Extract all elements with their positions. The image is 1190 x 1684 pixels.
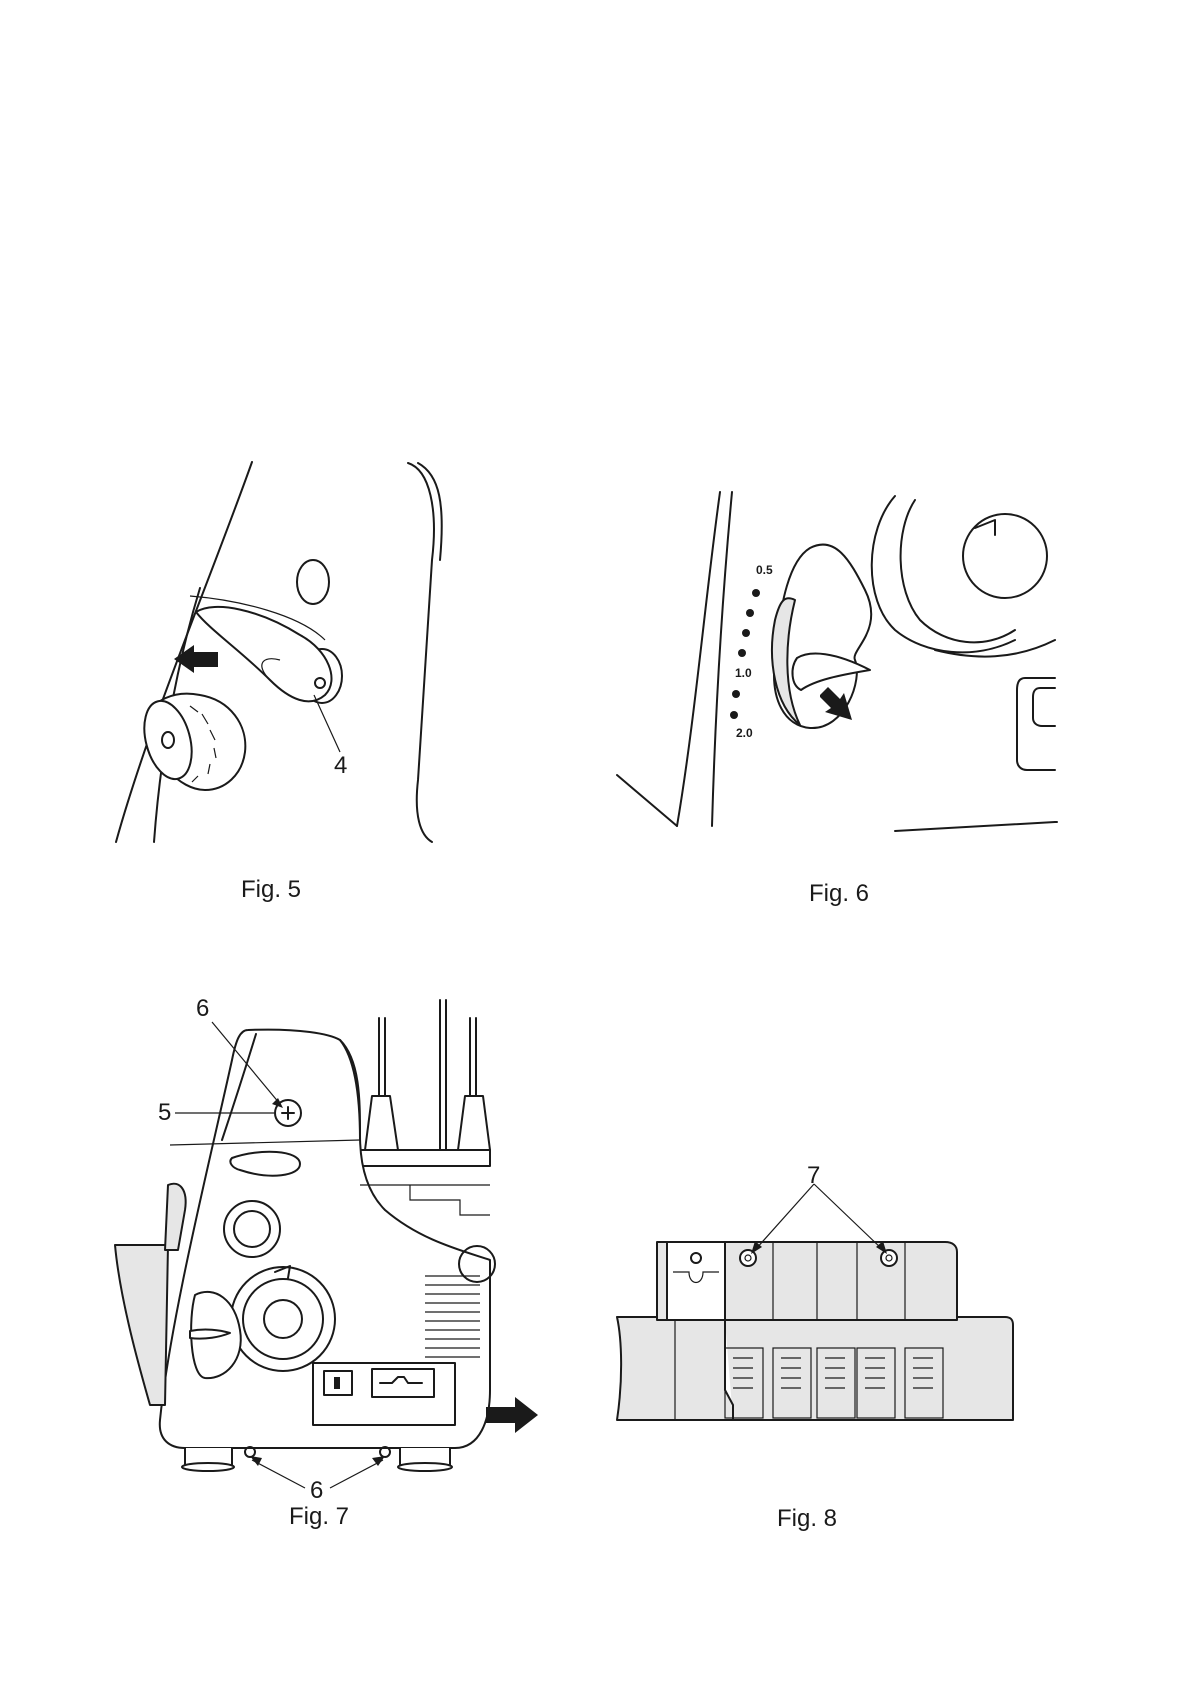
figure-8-illustration bbox=[595, 900, 1190, 1550]
figure-6-illustration bbox=[595, 0, 1190, 900]
figure-7-illustration bbox=[0, 900, 595, 1550]
figure-5-illustration bbox=[0, 0, 595, 900]
scale-label-1-0: 1.0 bbox=[735, 666, 752, 680]
scale-label-0-5: 0.5 bbox=[756, 563, 773, 577]
figure-8-caption: Fig. 8 bbox=[777, 1505, 837, 1533]
figure-7-caption: Fig. 7 bbox=[289, 1503, 349, 1531]
callout-6-top: 6 bbox=[196, 995, 209, 1023]
figure-5: 4 Fig. 5 bbox=[0, 0, 595, 900]
callout-7: 7 bbox=[807, 1162, 820, 1190]
scale-label-2-0: 2.0 bbox=[736, 726, 753, 740]
callout-6-bottom: 6 bbox=[310, 1477, 323, 1505]
figure-8: 7 Fig. 8 bbox=[595, 900, 1190, 1550]
figure-7: 6 5 6 Fig. 7 bbox=[0, 900, 595, 1550]
callout-4: 4 bbox=[334, 752, 347, 780]
figure-6: 0.5 1.0 2.0 Fig. 6 bbox=[595, 0, 1190, 900]
callout-5: 5 bbox=[158, 1099, 171, 1127]
